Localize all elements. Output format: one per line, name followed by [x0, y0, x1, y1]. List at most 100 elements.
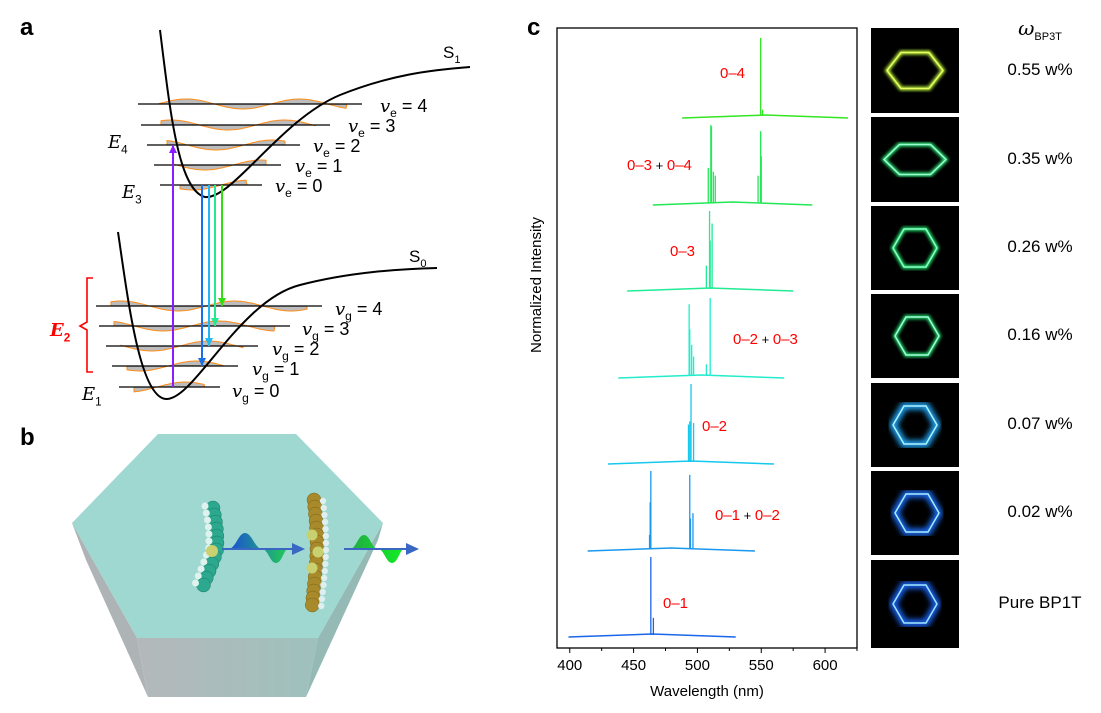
- hydrogen-atom: [322, 539, 330, 547]
- spectrum-5: [587, 471, 755, 552]
- s0-label-main: S: [409, 247, 420, 266]
- s1-label-sub: 1: [454, 54, 460, 66]
- ground-level-label: vg = 3: [302, 319, 349, 343]
- s1-label: S1: [443, 43, 461, 66]
- x-tick-label: 450: [621, 657, 646, 674]
- spectrum-label: 0–3: [670, 243, 695, 260]
- level-v: v: [295, 156, 305, 177]
- level-eq: = 1: [312, 156, 343, 176]
- spectrum-baseline: [652, 201, 813, 206]
- atom: [196, 577, 211, 593]
- level-sub: g: [242, 391, 249, 405]
- sulfur-atom: [206, 545, 218, 557]
- prism-left-face: [72, 523, 148, 697]
- e4-label-main: E: [107, 132, 121, 153]
- label-part: 0–1: [663, 595, 688, 612]
- spectrum-baseline: [682, 114, 849, 119]
- spectrum-label: 0–4: [720, 65, 745, 82]
- hydrogen-atom: [204, 523, 212, 531]
- acceptor-molecule: [305, 492, 330, 613]
- excited-level-label: ve = 3: [348, 116, 395, 140]
- e4-label: E4: [107, 132, 128, 156]
- spectrum-6: [568, 557, 736, 638]
- level-sub: g: [262, 369, 269, 383]
- sulfur-atom: [306, 562, 318, 574]
- spectrum-label: 0–2: [702, 418, 727, 435]
- level-v: v: [380, 96, 390, 117]
- x-tick-label: 600: [813, 657, 838, 674]
- hydrogen-atom: [319, 497, 327, 505]
- level-sub: g: [282, 349, 289, 363]
- level-sub: e: [285, 186, 292, 200]
- plus-sign: +: [740, 508, 755, 523]
- spectrum-label: 0–3 + 0–4: [627, 157, 692, 174]
- level-v: v: [272, 339, 282, 360]
- hydrogen-atom: [322, 525, 329, 533]
- emission-wave-green: [344, 535, 419, 563]
- level-eq: = 2: [289, 339, 320, 359]
- hydrogen-atom: [205, 530, 213, 538]
- hydrogen-atom: [320, 504, 327, 512]
- sulfur-atom: [312, 546, 324, 558]
- microscope-image: [871, 28, 959, 113]
- spectrum-2: [627, 211, 794, 292]
- e2-label-main: E: [49, 320, 64, 341]
- label-part: 0–1: [715, 507, 740, 524]
- excited-level-label: ve = 0: [275, 176, 322, 200]
- label-part: 0–3: [773, 331, 798, 348]
- spectrum-label: 0–1 + 0–2: [715, 507, 780, 524]
- level-eq: = 3: [365, 116, 396, 136]
- x-tick-label: 550: [749, 657, 774, 674]
- level-v: v: [302, 319, 312, 340]
- level-sub: g: [345, 309, 352, 323]
- hydrogen-atom: [200, 558, 208, 566]
- level-v: v: [275, 176, 285, 197]
- s0-label-sub: 0: [420, 258, 426, 270]
- emission-arrow-0-2-head: [205, 338, 213, 346]
- s0-potential-curve: [117, 231, 438, 401]
- microscope-image: [871, 294, 959, 378]
- hydrogen-atom: [318, 595, 326, 603]
- hydrogen-atom: [320, 574, 328, 582]
- hydrogen-atom: [318, 602, 325, 610]
- ground-level-label: vg = 0: [232, 381, 279, 405]
- spectrum-1: [652, 125, 813, 206]
- excited-level-label: ve = 4: [380, 96, 427, 120]
- emission-arrow-0-3-head: [211, 318, 219, 326]
- plus-sign: +: [758, 332, 773, 347]
- level-sub: e: [358, 126, 365, 140]
- level-eq: = 2: [330, 136, 361, 156]
- energy-level-diagram: ve = 4ve = 3ve = 2ve = 1ve = 0vg = 4vg =…: [49, 29, 471, 408]
- prism-front-face: [137, 638, 318, 697]
- e1-label-sub: 1: [95, 395, 102, 408]
- ground-level-label: vg = 1: [252, 359, 299, 383]
- hydrogen-atom: [203, 516, 211, 524]
- microscope-image: [871, 471, 959, 555]
- s0-label: S0: [409, 247, 427, 270]
- hydrogen-atom: [321, 567, 328, 575]
- level-v: v: [252, 359, 262, 380]
- excited-level-label: ve = 1: [295, 156, 342, 180]
- level-v: v: [313, 136, 323, 157]
- spectrum-3: [618, 298, 785, 379]
- hexagon-crystal-icon: [881, 142, 949, 177]
- label-part: 0–2: [702, 418, 727, 435]
- level-sub: e: [323, 146, 330, 160]
- prism-right-face: [306, 523, 383, 697]
- e2-label-sub: 2: [64, 331, 71, 344]
- absorption-arrow-head: [169, 145, 177, 153]
- hydrogen-atom: [321, 511, 328, 519]
- hydrogen-atom: [194, 572, 202, 580]
- level-eq: = 0: [249, 381, 280, 401]
- label-part: 0–2: [755, 507, 780, 524]
- plus-sign: +: [652, 158, 667, 173]
- omega-symbol: ω: [1018, 16, 1035, 40]
- donor-molecule: [191, 500, 225, 593]
- hydrogen-atom: [197, 565, 205, 573]
- x-axis-label: Wavelength (nm): [650, 683, 764, 700]
- omega-subscript: BP3T: [1034, 31, 1062, 43]
- spectrum-4: [608, 384, 775, 465]
- y-axis-label: Normalized Intensity: [528, 217, 545, 353]
- x-tick-label: 400: [557, 657, 582, 674]
- level-eq: = 1: [269, 359, 300, 379]
